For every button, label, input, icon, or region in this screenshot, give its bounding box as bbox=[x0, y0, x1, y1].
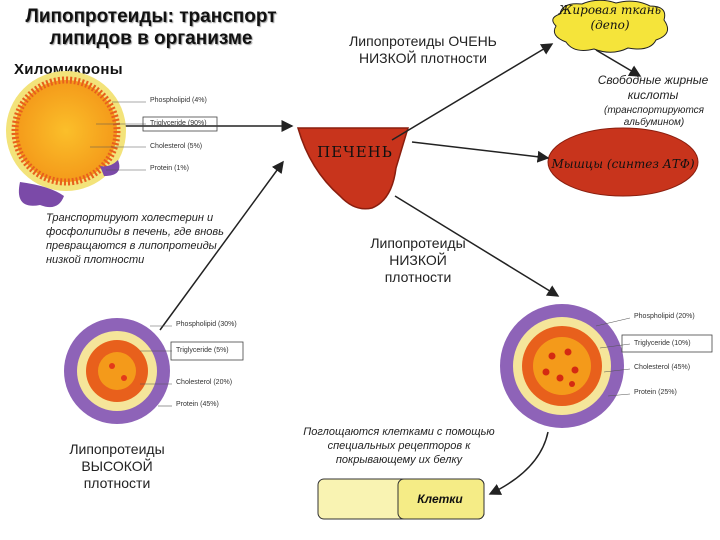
chylomicron-particle bbox=[6, 71, 126, 208]
chylo-phospholipid: Phospholipid (4%) bbox=[150, 97, 207, 104]
ffa-transport-label: (транспортируются альбумином) bbox=[604, 105, 704, 128]
liver-label: ПЕЧЕНЬ bbox=[317, 143, 393, 161]
ldl-note: Поглощаются клетками с помощью специальн… bbox=[303, 426, 495, 466]
muscle-label: Мышцы (синтез АТФ) bbox=[551, 157, 695, 171]
hdl-phospholipid: Phospholipid (30%) bbox=[176, 321, 237, 328]
hdl-cholesterol: Cholesterol (20%) bbox=[176, 379, 233, 386]
fat-tissue-label: Жировая ткань (депо) bbox=[558, 3, 662, 32]
ldl-particle bbox=[500, 304, 624, 428]
ldl-pointers bbox=[595, 317, 631, 397]
chylo-cholesterol: Cholesterol (5%) bbox=[150, 143, 203, 150]
hdl-particle bbox=[64, 318, 170, 424]
hdl-note: Транспортируют холестерин и фосфолипиды … bbox=[46, 212, 224, 266]
hdl-label: Липопротеиды ВЫСОКОЙ плотности bbox=[69, 441, 165, 491]
hdl-protein: Protein (45%) bbox=[176, 401, 219, 408]
chylo-triglyceride: Triglyceride (90%) bbox=[150, 120, 207, 127]
arrow-liver-to-vldl bbox=[391, 43, 554, 141]
ldl-cholesterol: Cholesterol (45%) bbox=[634, 364, 691, 371]
chylomicrons-label: Хиломикроны bbox=[14, 61, 123, 78]
arrow-vldl-to-ffa bbox=[595, 49, 642, 77]
liver-shape bbox=[297, 127, 410, 210]
page-title: Липопротеиды: транспорт липидов в органи… bbox=[25, 6, 277, 49]
chylo-protein: Protein (1%) bbox=[150, 165, 189, 172]
cells-label: Клетки bbox=[417, 492, 463, 506]
ldl-phospholipid: Phospholipid (20%) bbox=[634, 313, 695, 320]
free-fatty-acids-label: Свободные жирные кислоты bbox=[597, 73, 709, 102]
arrow-ldl-to-cells bbox=[488, 431, 549, 495]
fat-tissue-shape bbox=[552, 0, 669, 53]
ldl-protein: Protein (25%) bbox=[634, 389, 677, 396]
hdl-triglyceride: Triglyceride (5%) bbox=[176, 347, 229, 354]
arrow-liver-to-ldl bbox=[394, 195, 560, 297]
arrow-vldl-to-muscle bbox=[411, 141, 550, 163]
ldl-label: Липопротеиды НИЗКОЙ плотности bbox=[370, 235, 466, 285]
hdl-pointers bbox=[140, 325, 172, 407]
chylo-pointers bbox=[90, 101, 146, 171]
ldl-triglyceride: Triglyceride (10%) bbox=[634, 340, 691, 347]
vldl-label: Липопротеиды ОЧЕНЬ НИЗКОЙ плотности bbox=[349, 33, 497, 66]
arrow-hdl-to-liver bbox=[159, 160, 284, 331]
